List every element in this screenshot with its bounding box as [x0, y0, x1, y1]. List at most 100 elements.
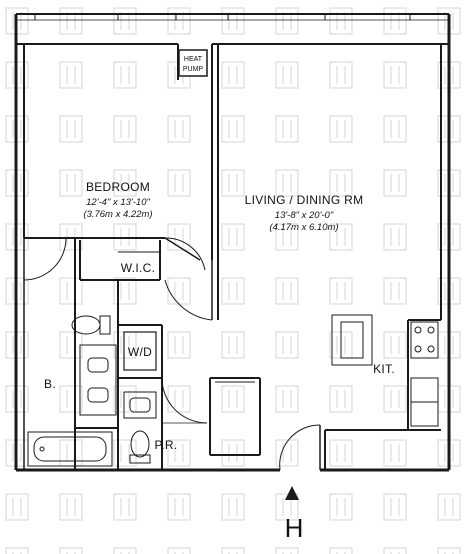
watermark-tile — [329, 385, 353, 413]
watermark-tile — [167, 385, 191, 413]
watermark-tile — [113, 493, 137, 521]
watermark-tile — [275, 7, 299, 35]
watermark-tile — [167, 115, 191, 143]
watermark-tile — [383, 385, 407, 413]
watermark-tile — [329, 61, 353, 89]
watermark-tile — [59, 331, 83, 359]
living-dim-metric: (4.17m x 6.10m) — [269, 222, 338, 233]
wic-label: W.I.C. — [121, 261, 155, 275]
watermark-tile — [167, 547, 191, 554]
watermark-tile — [113, 169, 137, 197]
watermark-tile — [329, 277, 353, 305]
watermark-tile — [221, 385, 245, 413]
entry-marker: H — [285, 486, 303, 543]
watermark-tile — [59, 493, 83, 521]
watermark-tile — [221, 115, 245, 143]
watermark-tile — [113, 61, 137, 89]
heat-pump: HEAT PUMP — [178, 49, 208, 77]
watermark-tile — [329, 7, 353, 35]
watermark-tile — [383, 493, 407, 521]
watermark-tile — [275, 115, 299, 143]
watermark-tile — [221, 7, 245, 35]
bathroom-fixtures — [27, 315, 157, 467]
bedroom-dim-metric: (3.76m x 4.22m) — [83, 209, 152, 220]
watermark-tile — [275, 169, 299, 197]
watermark-tile — [275, 61, 299, 89]
watermark-tile — [383, 169, 407, 197]
room-labels: BEDROOM 12'-4" x 13'-10" (3.76m x 4.22m)… — [44, 180, 395, 452]
watermark-tile — [275, 493, 299, 521]
watermark-tile — [221, 331, 245, 359]
watermark-tile — [329, 169, 353, 197]
watermark-tile — [167, 223, 191, 251]
watermark-tile — [383, 7, 407, 35]
doors — [23, 237, 321, 471]
watermark-tile — [275, 277, 299, 305]
watermark-tile — [221, 547, 245, 554]
watermark-tile — [275, 547, 299, 554]
bedroom-dim-imperial: 12'-4" x 13'-10" — [86, 197, 150, 208]
watermark-tile — [221, 61, 245, 89]
interior-walls — [24, 44, 441, 470]
watermark-tile — [221, 223, 245, 251]
watermark-tile — [59, 115, 83, 143]
kitchen-appliances — [331, 314, 439, 427]
watermark-tile — [329, 547, 353, 554]
wd-label: W/D — [128, 345, 152, 359]
watermark-tile — [275, 223, 299, 251]
watermark-tile — [59, 7, 83, 35]
watermark-tile — [167, 439, 191, 467]
watermark-tile — [113, 547, 137, 554]
watermark-tile — [383, 61, 407, 89]
watermark-tile — [5, 493, 29, 521]
watermark-tile — [59, 547, 83, 554]
watermark-tile — [167, 7, 191, 35]
heat-pump-label-1: HEAT — [184, 56, 203, 63]
watermark-tile — [113, 115, 137, 143]
watermark-tile — [437, 547, 461, 554]
watermark-tile — [113, 439, 137, 467]
living-dim-imperial: 13'-8" x 20'-0" — [275, 210, 334, 221]
watermark-tile — [329, 439, 353, 467]
watermark-tile — [383, 439, 407, 467]
living-label: LIVING / DINING RM — [245, 193, 364, 207]
watermark-tile — [113, 277, 137, 305]
entry-arrow-icon — [285, 486, 299, 500]
watermark-tile — [113, 385, 137, 413]
watermark-tile — [329, 493, 353, 521]
watermark-tile — [167, 277, 191, 305]
watermark-tile — [221, 439, 245, 467]
watermark-tile — [167, 169, 191, 197]
watermark-tile — [329, 223, 353, 251]
watermark-tile — [113, 7, 137, 35]
watermark-tile — [221, 277, 245, 305]
watermark-tile — [275, 385, 299, 413]
watermark-tile — [383, 223, 407, 251]
watermark-tile — [383, 115, 407, 143]
watermark-tile — [167, 493, 191, 521]
watermark-tile — [59, 385, 83, 413]
watermark-tile — [383, 547, 407, 554]
heat-pump-label-2: PUMP — [183, 66, 204, 73]
watermark-tile — [383, 331, 407, 359]
kitchen-label: KIT. — [373, 362, 395, 376]
watermark-tile — [59, 439, 83, 467]
watermark-tile — [329, 115, 353, 143]
watermark-tile — [5, 547, 29, 554]
watermark-tile — [383, 277, 407, 305]
watermark-tile — [59, 61, 83, 89]
watermark-tile — [221, 169, 245, 197]
exterior-walls — [14, 13, 451, 472]
watermark-tile — [59, 169, 83, 197]
bath-label: B. — [44, 377, 56, 391]
watermark-tile — [221, 493, 245, 521]
watermark-tile — [59, 277, 83, 305]
watermark-tile — [275, 331, 299, 359]
powder-room-label: P.R. — [155, 438, 178, 452]
watermark-tile — [275, 439, 299, 467]
watermark-tile — [437, 493, 461, 521]
watermark-tile — [167, 331, 191, 359]
washer-dryer — [123, 331, 157, 371]
bedroom-label: BEDROOM — [86, 180, 150, 194]
